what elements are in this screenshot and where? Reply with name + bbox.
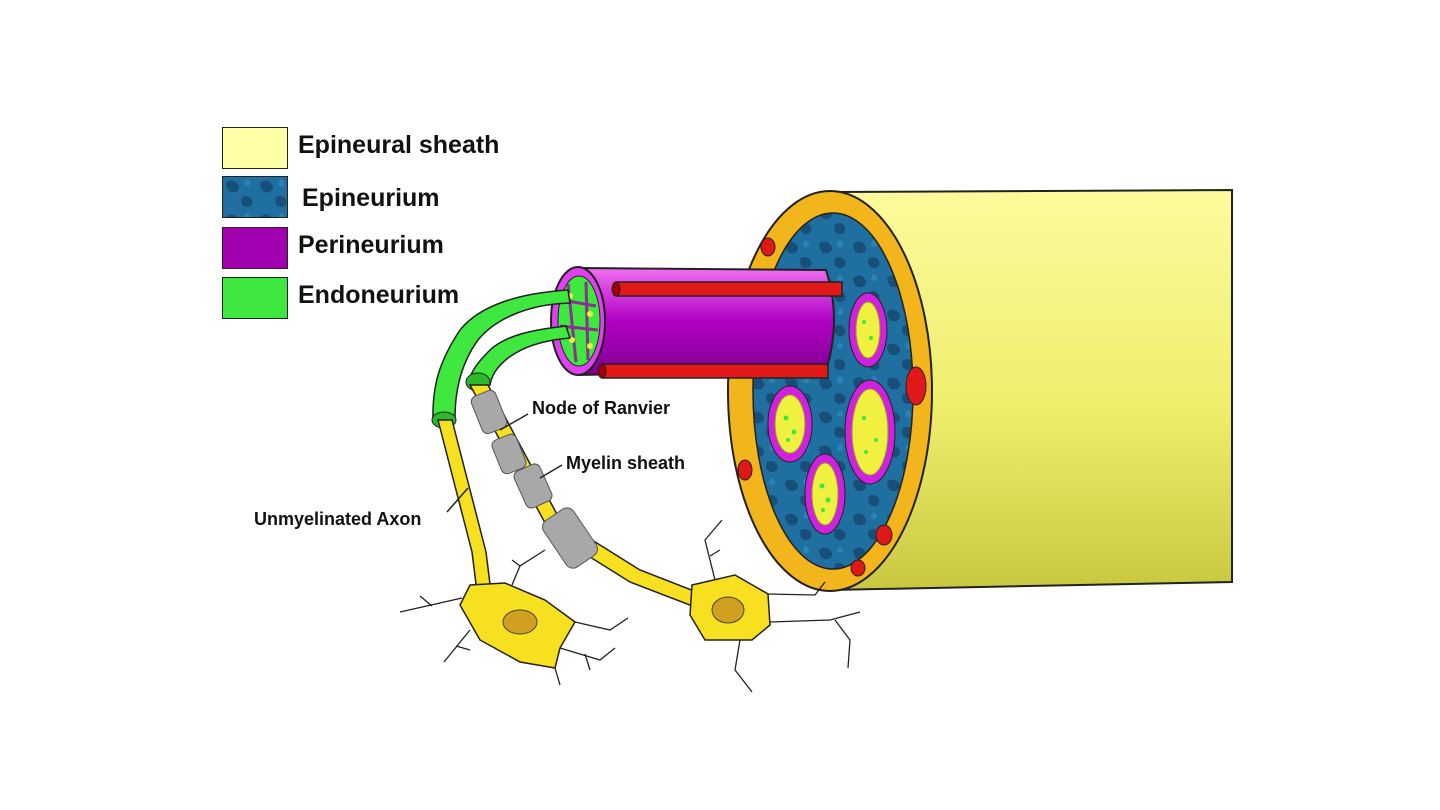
nucleus bbox=[711, 596, 745, 624]
fascicle-cross-section bbox=[848, 292, 888, 368]
myelin-sheath-label: Myelin sheath bbox=[566, 453, 686, 473]
myelinated-neuron bbox=[468, 384, 861, 693]
fascicle-cross-section bbox=[804, 453, 846, 535]
extruded-fascicle bbox=[550, 266, 843, 379]
nerve-trunk bbox=[727, 188, 1233, 592]
epineural-sheath-swatch bbox=[222, 127, 288, 169]
perineurium-swatch bbox=[222, 227, 288, 269]
unmyelinated-axon-leader bbox=[446, 487, 469, 513]
blood-vessel bbox=[850, 559, 866, 577]
blood-vessel bbox=[875, 524, 893, 546]
blood-vessel-tube bbox=[601, 363, 829, 379]
endoneurium-swatch bbox=[222, 277, 288, 319]
node-of-ranvier-label: Node of Ranvier bbox=[532, 398, 671, 418]
fascicle-cross-section bbox=[767, 385, 813, 463]
epineurium-swatch bbox=[222, 176, 288, 218]
legend-label: Endoneurium bbox=[298, 281, 460, 309]
myelin-sheath-leader bbox=[539, 464, 563, 479]
blood-vessel bbox=[760, 237, 776, 257]
legend-label: Perineurium bbox=[298, 231, 444, 259]
myelin-sheath-segments bbox=[470, 389, 598, 569]
legend-label: Epineural sheath bbox=[298, 131, 500, 159]
fascicle-cross-section bbox=[844, 379, 896, 485]
blood-vessel-tube bbox=[615, 281, 843, 297]
blood-vessel bbox=[905, 366, 927, 406]
legend-label: Epineurium bbox=[302, 184, 440, 212]
unmyelinated-axon bbox=[437, 419, 493, 601]
unmyelinated-neuron bbox=[399, 419, 629, 686]
node-of-ranvier-leader bbox=[499, 413, 529, 431]
blood-vessel bbox=[737, 459, 753, 481]
nucleus bbox=[502, 609, 538, 635]
unmyelinated-axon-label: Unmyelinated Axon bbox=[254, 509, 422, 529]
